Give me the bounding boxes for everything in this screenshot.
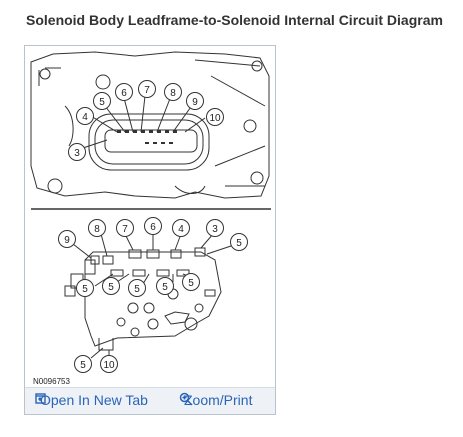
callout-label: 5 (188, 278, 194, 289)
image-footer: Open In New Tab Zoom/Print (25, 387, 275, 414)
open-in-new-tab-link[interactable]: Open In New Tab (35, 392, 148, 408)
top-callouts (68, 80, 224, 161)
connector-pins (117, 130, 177, 144)
callout-label: 5 (80, 360, 86, 371)
bottom-circuit-board (64, 251, 222, 351)
bottom-callouts (58, 217, 248, 373)
bottom-callout-labels: 9 8 7 6 4 3 5 5 5 5 5 5 5 10 (64, 222, 242, 371)
callout-label: 3 (212, 224, 218, 235)
callout-label: 5 (99, 97, 105, 108)
callout-label: 5 (134, 284, 140, 295)
callout-label: 8 (94, 224, 100, 235)
callout-label: 9 (192, 97, 198, 108)
open-in-new-tab-label: Open In New Tab (40, 392, 148, 408)
diagram-frame[interactable]: 5 6 7 8 9 4 10 3 (24, 45, 276, 415)
callout-label: 5 (108, 282, 114, 293)
page-title: Solenoid Body Leadframe-to-Solenoid Inte… (26, 12, 443, 28)
callout-label: 10 (209, 113, 221, 124)
top-housing-outline (30, 51, 270, 199)
zoom-print-label: Zoom/Print (184, 392, 253, 408)
top-callout-labels: 5 6 7 8 9 4 10 3 (74, 85, 221, 159)
callout-label: 7 (122, 224, 128, 235)
zoom-print-link[interactable]: Zoom/Print (179, 392, 252, 408)
callout-label: 4 (178, 224, 184, 235)
callout-label: 4 (82, 112, 88, 123)
callout-label: 10 (103, 360, 115, 371)
callout-label: 5 (162, 282, 168, 293)
callout-label: 9 (64, 235, 70, 246)
bottom-leader-lines (72, 232, 232, 359)
callout-label: 3 (74, 148, 80, 159)
circuit-diagram: 5 6 7 8 9 4 10 3 (30, 51, 271, 386)
callout-label: 6 (121, 88, 127, 99)
callout-label: 7 (144, 85, 150, 96)
callout-label: 5 (82, 284, 88, 295)
figure-id: N0096753 (33, 377, 70, 386)
callout-label: 8 (170, 88, 176, 99)
top-leader-lines (82, 95, 206, 149)
callout-label: 5 (236, 238, 242, 249)
callout-label: 6 (150, 222, 156, 233)
